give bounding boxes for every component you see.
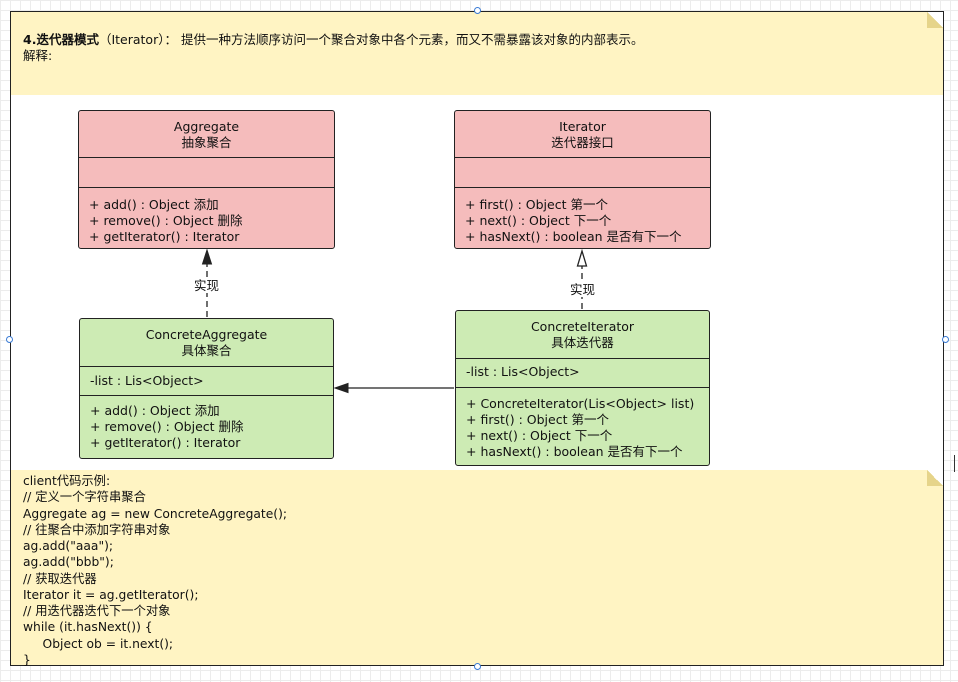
operation: + remove() : Object 删除 bbox=[89, 213, 243, 228]
class-subtitle: 具体聚合 bbox=[181, 343, 232, 358]
class-name: ConcreteAggregate bbox=[145, 327, 268, 342]
note-fold-corner bbox=[927, 470, 943, 486]
class-header: Iterator 迭代器接口 bbox=[455, 111, 710, 158]
class-iterator[interactable]: Iterator 迭代器接口 + first() : Object 第一个 + … bbox=[454, 110, 711, 249]
class-operations: + ConcreteIterator(Lis<Object> list) + f… bbox=[456, 388, 709, 460]
class-name: ConcreteIterator bbox=[530, 319, 635, 334]
resize-handle-top[interactable] bbox=[474, 7, 481, 14]
class-attributes: -list : Lis<Object> bbox=[456, 359, 709, 388]
operation: + add() : Object 添加 bbox=[89, 197, 219, 212]
resize-handle-bottom[interactable] bbox=[474, 663, 481, 670]
operation: + first() : Object 第一个 bbox=[466, 412, 609, 427]
description-title: 4.迭代器模式（Iterator）： 提供一种方法顺序访问一个聚合对象中各个元素… bbox=[23, 32, 931, 48]
class-subtitle: 具体迭代器 bbox=[551, 335, 614, 350]
class-header: ConcreteAggregate 具体聚合 bbox=[80, 319, 333, 367]
class-operations: + add() : Object 添加 + remove() : Object … bbox=[80, 396, 333, 451]
class-attributes: -list : Lis<Object> bbox=[80, 367, 333, 396]
class-name: Iterator bbox=[559, 119, 606, 134]
operation: + next() : Object 下一个 bbox=[466, 428, 613, 443]
class-concrete-iterator[interactable]: ConcreteIterator 具体迭代器 -list : Lis<Objec… bbox=[455, 310, 710, 466]
pattern-name: 4.迭代器模式 bbox=[23, 32, 99, 47]
operation: + hasNext() : boolean 是否有下一个 bbox=[466, 444, 683, 459]
code-line: } bbox=[23, 652, 31, 667]
attribute: -list : Lis<Object> bbox=[90, 373, 204, 388]
class-operations: + first() : Object 第一个 + next() : Object… bbox=[455, 188, 710, 245]
operation: + remove() : Object 删除 bbox=[90, 419, 244, 434]
operation: + getIterator() : Iterator bbox=[89, 229, 240, 244]
class-attributes bbox=[455, 158, 710, 188]
code-line: // 往聚合中添加字符串对象 bbox=[23, 522, 171, 537]
class-header: Aggregate 抽象聚合 bbox=[79, 111, 334, 158]
description-explain: 解释: bbox=[23, 48, 53, 64]
code-line: // 用迭代器迭代下一个对象 bbox=[23, 604, 171, 618]
realization-label-right: 实现 bbox=[568, 282, 598, 297]
code-line: Iterator it = ag.getIterator(); bbox=[23, 587, 199, 602]
operation: + next() : Object 下一个 bbox=[465, 213, 612, 228]
text-cursor bbox=[954, 455, 955, 472]
description-note[interactable]: 4.迭代器模式（Iterator）： 提供一种方法顺序访问一个聚合对象中各个元素… bbox=[11, 12, 943, 95]
client-code-note[interactable]: client代码示例: // 定义一个字符串聚合 Aggregate ag = … bbox=[11, 470, 943, 667]
resize-handle-right[interactable] bbox=[942, 336, 949, 343]
code-line: // 定义一个字符串聚合 bbox=[23, 490, 146, 505]
operation: + first() : Object 第一个 bbox=[465, 197, 608, 212]
attribute: -list : Lis<Object> bbox=[466, 364, 580, 379]
operation: + add() : Object 添加 bbox=[90, 403, 220, 418]
operation: + ConcreteIterator(Lis<Object> list) bbox=[466, 396, 695, 411]
code-line: // 获取迭代器 bbox=[23, 571, 97, 586]
code-line: Aggregate ag = new ConcreteAggregate(); bbox=[23, 506, 288, 521]
class-aggregate[interactable]: Aggregate 抽象聚合 + add() : Object 添加 + rem… bbox=[78, 110, 335, 249]
operation: + getIterator() : Iterator bbox=[90, 435, 241, 450]
class-concrete-aggregate[interactable]: ConcreteAggregate 具体聚合 -list : Lis<Objec… bbox=[79, 318, 334, 459]
code-line: ag.add("bbb"); bbox=[23, 555, 114, 570]
resize-handle-left[interactable] bbox=[6, 336, 13, 343]
code-line: client代码示例: bbox=[23, 474, 111, 488]
pattern-definition: （Iterator）： 提供一种方法顺序访问一个聚合对象中各个元素，而又不需暴露… bbox=[98, 32, 644, 47]
class-attributes bbox=[79, 158, 334, 188]
realization-label-left: 实现 bbox=[192, 278, 222, 293]
class-subtitle: 迭代器接口 bbox=[551, 135, 614, 150]
note-fold-corner bbox=[927, 12, 943, 28]
code-line: Object ob = it.next(); bbox=[23, 636, 174, 651]
class-header: ConcreteIterator 具体迭代器 bbox=[456, 311, 709, 359]
operation: + hasNext() : boolean 是否有下一个 bbox=[465, 229, 682, 244]
class-name: Aggregate bbox=[173, 119, 240, 134]
class-operations: + add() : Object 添加 + remove() : Object … bbox=[79, 188, 334, 245]
code-line: while (it.hasNext()) { bbox=[23, 620, 153, 635]
class-subtitle: 抽象聚合 bbox=[181, 135, 232, 150]
code-line: ag.add("aaa"); bbox=[23, 539, 114, 553]
